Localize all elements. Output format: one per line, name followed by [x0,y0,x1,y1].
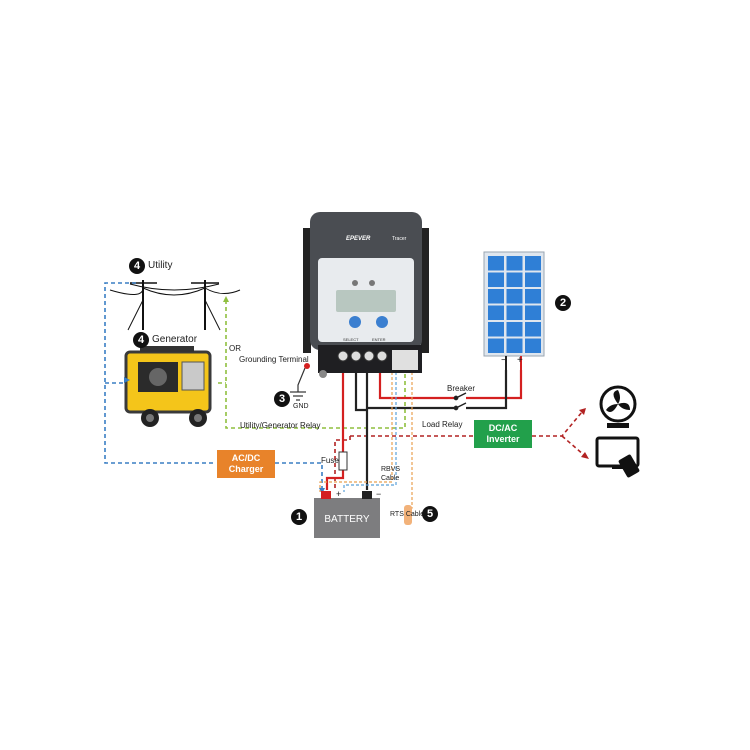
solar-plus: + [517,355,523,366]
utility-charger-line [104,282,323,490]
generator-number-badge: 4 [133,332,149,348]
charger-line1: AC/DC [231,453,261,463]
solar-cell [525,322,541,337]
solar-cell [506,289,523,304]
battery-plus: + [336,489,341,499]
solar-cell [488,305,504,320]
rts-label: RTS Cable [390,511,425,518]
solar-minus: − [501,355,507,366]
rbvs-label-2: Cable [381,475,400,482]
rts-number-badge: 5 [422,506,438,522]
controller-model: Tracer [392,236,407,242]
solar-cell [525,272,541,287]
solar-cell [525,289,541,304]
battery-icon [314,491,380,538]
fan-icon [599,385,637,428]
solar-cell [488,289,504,304]
solar-cell [506,322,523,337]
solar-cell [525,338,541,353]
battery-label: BATTERY [324,514,370,525]
charger-line2: Charger [228,464,264,474]
generator-icon [124,346,212,427]
load-relay-label: Load Relay [422,420,463,429]
solar-cell [488,256,504,271]
rbvs-label-1: RBVS [381,466,401,473]
rts-sensor-icon [404,505,412,525]
tv-icon [595,436,640,478]
inverter-line2: Inverter [486,434,520,444]
solar-cell [488,272,504,287]
breaker-label: Breaker [447,384,476,393]
dc-ac-inverter-box: DC/AC Inverter [474,420,532,448]
load-line [334,411,585,490]
relay-label: Utility/Generator Relay [240,421,321,430]
ground-number-badge: 3 [274,391,290,407]
utility-pole-icon [109,280,241,331]
utility-label: Utility [148,260,173,271]
solar-charge-controller [303,212,429,378]
ground-icon [290,367,306,401]
solar-number-badge: 2 [555,295,571,311]
breaker-switch-icon [453,392,467,411]
grounding-terminal-dot [304,363,310,369]
relay-line [218,300,406,429]
ac-dc-charger-box: AC/DC Charger [217,450,275,478]
solar-cell [525,305,541,320]
solar-cell [506,272,523,287]
utility-number-badge: 4 [129,258,145,274]
fuse-label: Fuse [321,456,339,465]
solar-cell [488,338,504,353]
or-label: OR [229,344,241,353]
grounding-terminal-label: Grounding Terminal [239,355,309,364]
gnd-label: GND [293,403,309,410]
solar-cell [525,256,541,271]
generator-label: Generator [152,334,198,345]
inverter-line1: DC/AC [488,423,518,433]
fuse-icon [338,451,348,471]
controller-brand: EPEVER [346,236,371,242]
solar-cell [506,256,523,271]
select-label: SELECT [343,337,359,342]
battery-minus: − [376,489,381,499]
solar-panel-icon [483,251,545,357]
solar-cell [506,338,523,353]
battery-number-badge: 1 [291,509,307,525]
solar-cell [506,305,523,320]
solar-cell [488,322,504,337]
enter-label: ENTER [372,337,386,342]
